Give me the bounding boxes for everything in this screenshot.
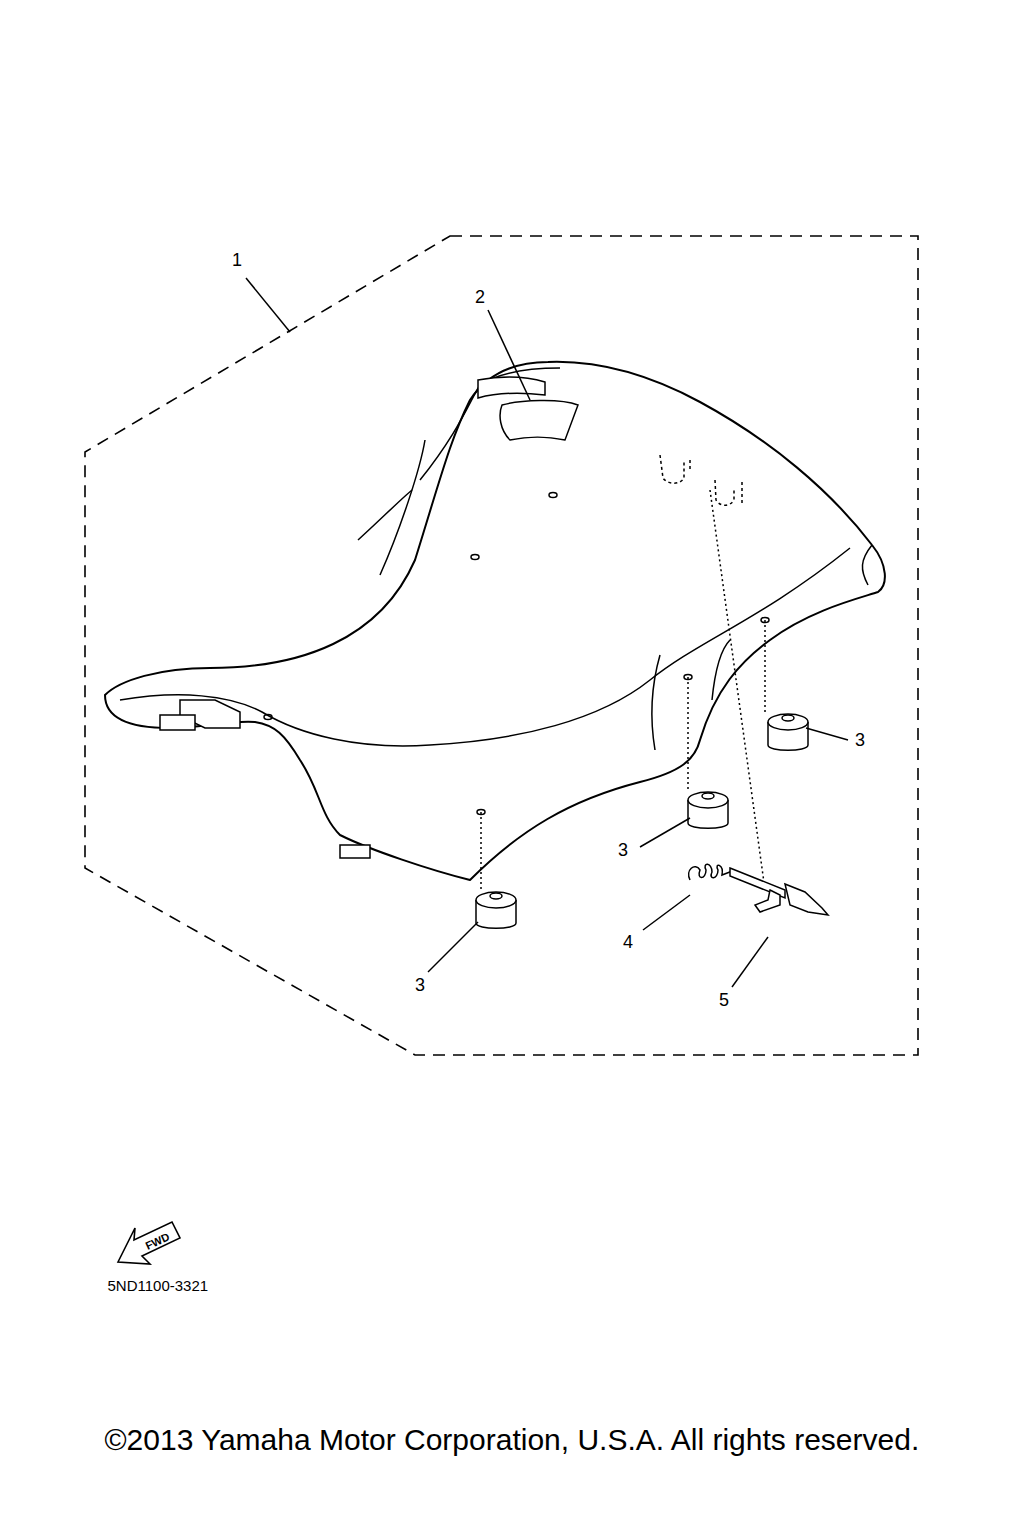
callout-number: 4 (623, 933, 633, 951)
callout-number: 3 (415, 976, 425, 994)
callout-number: 3 (618, 841, 628, 859)
callout-number: 5 (719, 991, 729, 1009)
callout-number: 1 (232, 251, 242, 269)
callout-number: 3 (855, 731, 865, 749)
copyright-note: ©2013 Yamaha Motor Corporation, U.S.A. A… (105, 1425, 920, 1455)
callout-number: 2 (475, 288, 485, 306)
drawing-code: 5ND1100-3321 (108, 1278, 209, 1293)
